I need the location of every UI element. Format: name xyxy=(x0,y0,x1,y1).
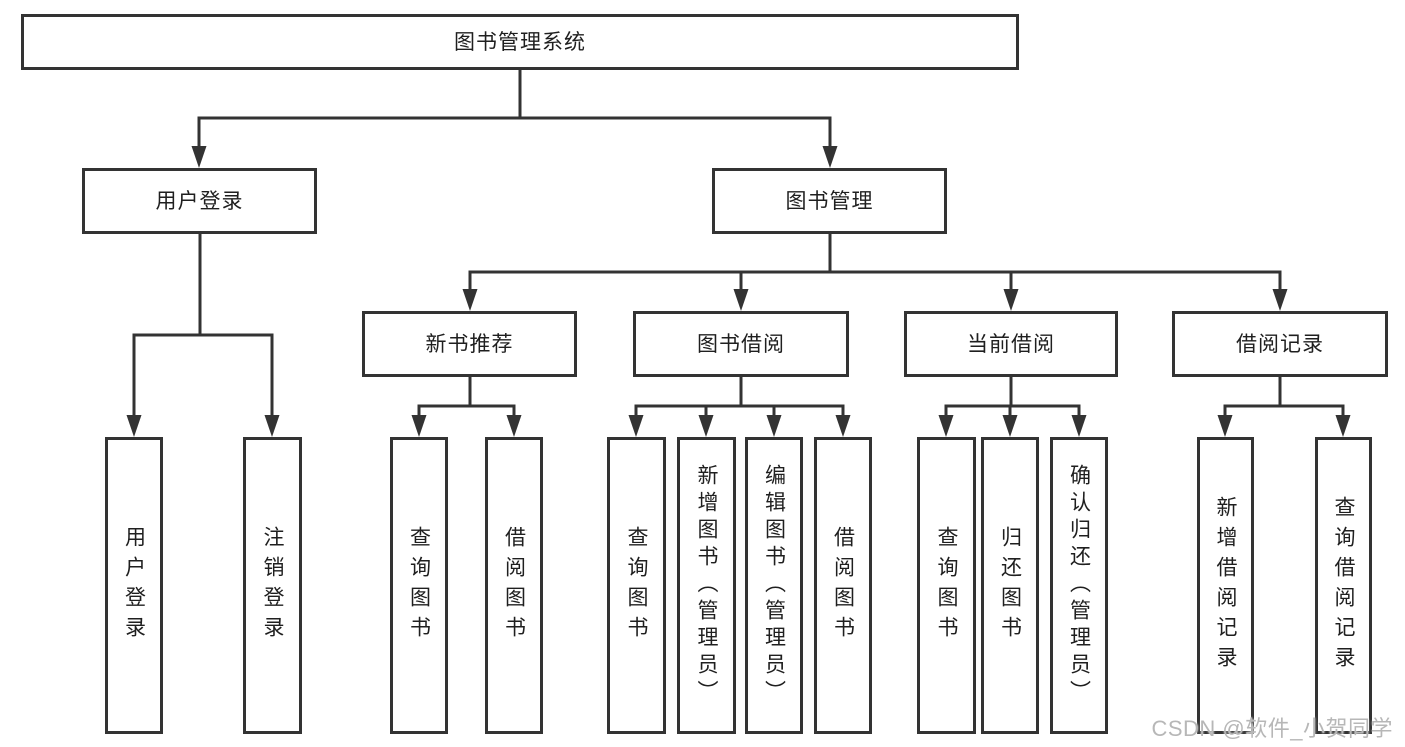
leaf-return-books-label: 归还图书 xyxy=(998,525,1022,646)
leaf-return-books: 归还图书 xyxy=(981,437,1039,734)
leaf-logout-label: 注销登录 xyxy=(261,525,284,646)
node-book-borrow-label: 图书借阅 xyxy=(697,332,785,356)
node-user-login: 用户登录 xyxy=(82,168,317,234)
leaf-borrow-books-label: 借阅图书 xyxy=(831,525,855,646)
leaf-query-borrow-record-label: 查询借阅记录 xyxy=(1332,495,1355,676)
leaf-edit-books-admin-label: 编辑图书（管理员） xyxy=(762,464,786,707)
arrow-down-icon xyxy=(462,289,478,311)
leaf-query-books-current: 查询图书 xyxy=(917,437,976,734)
leaf-borrow-books: 借阅图书 xyxy=(814,437,872,734)
node-current-borrow: 当前借阅 xyxy=(904,311,1118,377)
node-book-borrow: 图书借阅 xyxy=(633,311,849,377)
leaf-query-books-borrow: 查询图书 xyxy=(607,437,666,734)
node-borrow-record-label: 借阅记录 xyxy=(1236,332,1324,356)
arrow-down-icon xyxy=(628,415,644,437)
leaf-query-borrow-record: 查询借阅记录 xyxy=(1315,437,1372,734)
leaf-borrow-books-recommend: 借阅图书 xyxy=(485,437,543,734)
leaf-query-books-current-label: 查询图书 xyxy=(935,525,958,646)
node-root: 图书管理系统 xyxy=(21,14,1019,70)
arrowheads xyxy=(126,146,1351,437)
arrow-down-icon xyxy=(938,415,954,437)
node-user-login-label: 用户登录 xyxy=(155,189,244,213)
arrow-down-icon xyxy=(191,146,207,168)
node-book-management-label: 图书管理 xyxy=(785,189,874,213)
leaf-logout: 注销登录 xyxy=(243,437,302,734)
leaf-confirm-return-admin-label: 确认归还（管理员） xyxy=(1067,464,1091,707)
leaf-query-books-recommend-label: 查询图书 xyxy=(407,525,431,646)
node-new-book-recommend-label: 新书推荐 xyxy=(425,332,514,356)
node-current-borrow-label: 当前借阅 xyxy=(967,332,1055,356)
arrow-down-icon xyxy=(1272,289,1288,311)
node-root-label: 图书管理系统 xyxy=(454,30,586,54)
leaf-edit-books-admin: 编辑图书（管理员） xyxy=(745,437,803,734)
csdn-watermark: CSDN @软件_小贺同学 xyxy=(1151,716,1393,741)
arrow-down-icon xyxy=(766,415,782,437)
leaf-confirm-return-admin: 确认归还（管理员） xyxy=(1050,437,1108,734)
arrow-down-icon xyxy=(1003,289,1019,311)
leaf-add-borrow-record-label: 新增借阅记录 xyxy=(1214,495,1237,676)
arrow-down-icon xyxy=(1335,415,1351,437)
arrow-down-icon xyxy=(1071,415,1087,437)
leaf-user-login: 用户登录 xyxy=(105,437,163,734)
node-borrow-record: 借阅记录 xyxy=(1172,311,1388,377)
leaf-add-borrow-record: 新增借阅记录 xyxy=(1197,437,1254,734)
leaf-add-books-admin-label: 新增图书（管理员） xyxy=(695,464,718,707)
arrow-down-icon xyxy=(264,415,280,437)
leaf-borrow-books-recommend-label: 借阅图书 xyxy=(502,525,526,646)
node-book-management: 图书管理 xyxy=(712,168,947,234)
arrow-down-icon xyxy=(1002,415,1018,437)
arrow-down-icon xyxy=(1217,415,1233,437)
arrow-down-icon xyxy=(733,289,749,311)
leaf-query-books-recommend: 查询图书 xyxy=(390,437,448,734)
leaf-add-books-admin: 新增图书（管理员） xyxy=(677,437,736,734)
arrow-down-icon xyxy=(411,415,427,437)
arrow-down-icon xyxy=(698,415,714,437)
arrow-down-icon xyxy=(126,415,142,437)
node-new-book-recommend: 新书推荐 xyxy=(362,311,577,377)
arrow-down-icon xyxy=(835,415,851,437)
leaf-query-books-borrow-label: 查询图书 xyxy=(625,525,648,646)
leaf-user-login-label: 用户登录 xyxy=(122,525,146,646)
arrow-down-icon xyxy=(506,415,522,437)
arrow-down-icon xyxy=(822,146,838,168)
